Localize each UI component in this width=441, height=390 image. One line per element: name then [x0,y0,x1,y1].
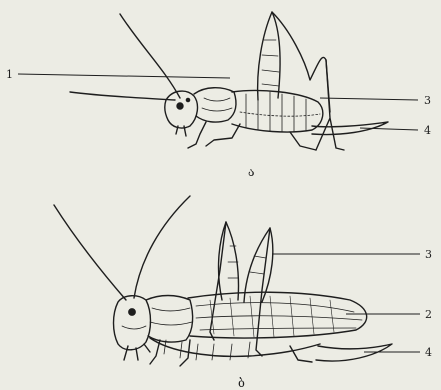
bottom-eye [129,309,135,315]
bottom-callout-3: 3 [425,248,432,261]
top-callout-1: 1 [6,68,13,81]
bottom-callout-2: 2 [425,308,432,321]
bottom-callout-4: 4 [425,346,432,359]
bottom-caption: ბ [238,376,245,390]
top-callout-4: 4 [424,124,431,137]
top-caption: ა [248,165,255,179]
top-eye [177,103,183,109]
top-callout-3: 3 [424,94,431,107]
